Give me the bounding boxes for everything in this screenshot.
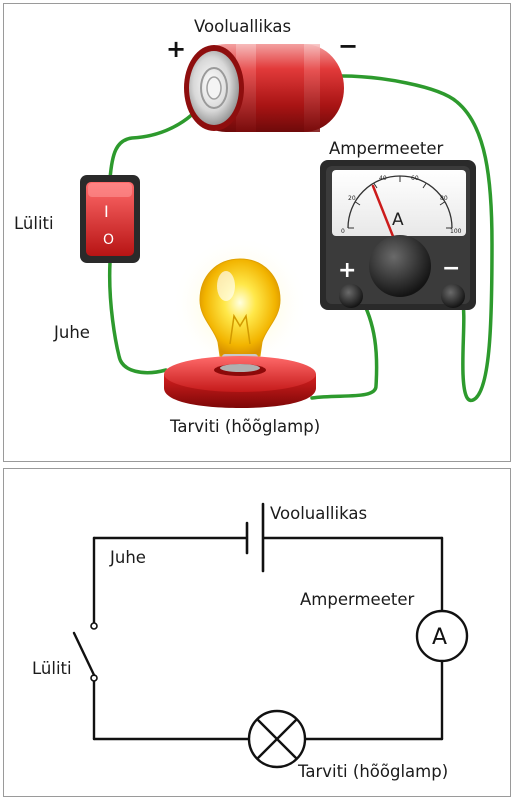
schematic-ammeter-symbol [415, 609, 469, 663]
light-bulb [172, 236, 308, 372]
lamp-label: Tarviti (hõõglamp) [169, 417, 320, 436]
switch-label: Lüliti [14, 214, 54, 233]
illustrated-circuit-drawing: Vooluallikas + − I O Lüliti Juhe Tarviti… [14, 17, 494, 436]
schematic-wires [92, 536, 444, 741]
switch-on-mark: I [104, 202, 109, 221]
wire-label: Juhe [53, 323, 90, 342]
schematic-drawing: Vooluallikas Juhe Lüliti A Ampermeeter T… [32, 502, 469, 781]
schematic-battery-symbol [245, 502, 265, 573]
ammeter-minus-sign: − [442, 256, 460, 281]
battery [184, 44, 344, 132]
rocker-switch [80, 175, 140, 263]
ammeter-scale-0: 0 [341, 228, 345, 235]
ammeter-plus-sign: + [338, 258, 356, 283]
ammeter-scale-20: 20 [348, 195, 356, 202]
schematic-lamp-symbol [247, 709, 307, 769]
ammeter-scale-40: 40 [379, 175, 387, 182]
wires [107, 74, 494, 403]
wire-ammeter-to-battery [340, 74, 494, 403]
ammeter-label: Ampermeeter [329, 139, 443, 158]
illustrated-circuit-panel: Vooluallikas + − I O Lüliti Juhe Tarviti… [3, 3, 511, 462]
schematic-panel: Vooluallikas Juhe Lüliti A Ampermeeter T… [3, 468, 511, 797]
schematic-wire-label: Juhe [109, 548, 146, 567]
wire-switch-to-lamp [107, 260, 168, 375]
ammeter-scale-60: 60 [411, 175, 419, 182]
schematic-ammeter-label: Ampermeeter [300, 590, 414, 609]
wire-lamp-to-ammeter [310, 294, 379, 400]
schematic-lamp-label: Tarviti (hõõglamp) [297, 762, 448, 781]
ammeter-unit: A [392, 210, 404, 230]
ammeter: 0 20 40 60 80 100 [320, 160, 476, 310]
battery-label: Vooluallikas [194, 17, 291, 36]
schematic-ammeter-symbol-letter: A [432, 625, 447, 650]
ammeter-ticks [348, 176, 452, 229]
switch-off-mark: O [103, 232, 114, 248]
schematic-switch-label: Lüliti [32, 659, 72, 678]
schematic-switch-symbol [72, 622, 98, 682]
ammeter-scale-80: 80 [440, 195, 448, 202]
battery-minus-sign: − [338, 32, 358, 60]
battery-plus-sign: + [166, 35, 186, 63]
schematic-battery-label: Vooluallikas [270, 504, 367, 523]
lamp-base [164, 356, 316, 408]
ammeter-scale-100: 100 [450, 228, 462, 235]
